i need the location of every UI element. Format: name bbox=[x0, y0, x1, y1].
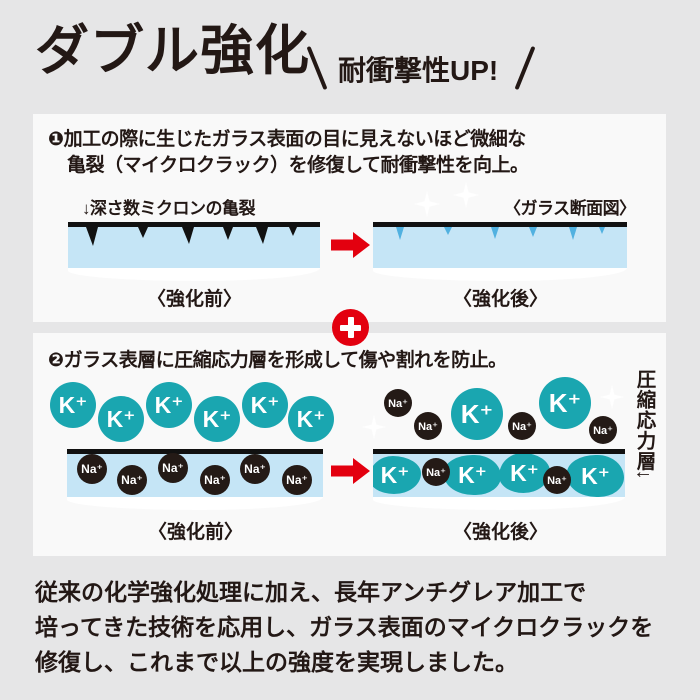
plus-icon bbox=[332, 309, 369, 346]
k-ion: K⁺ bbox=[50, 382, 96, 428]
footer-line-1: 従来の化学強化処理に加え、長年アンチグレア加工で bbox=[35, 579, 587, 605]
sparkle-icon bbox=[362, 415, 386, 439]
na-ion: Na⁺ bbox=[414, 412, 442, 440]
callout-text: 耐衝撃性UP! bbox=[338, 55, 499, 86]
k-ion-embedded: K⁺ bbox=[373, 456, 421, 494]
k-ion: K⁺ bbox=[194, 396, 240, 442]
na-ion: Na⁺ bbox=[158, 453, 188, 483]
footer-line-3: 修復し、これまで以上の強度を実現しました。 bbox=[35, 649, 518, 675]
glass-shadow-wave bbox=[67, 497, 323, 510]
glass-bar-repaired bbox=[373, 222, 627, 268]
cross-section-caption: 〈ガラス断面図〉 bbox=[504, 199, 636, 218]
glass-shadow-wave bbox=[373, 268, 627, 281]
na-ion: Na⁺ bbox=[508, 412, 536, 440]
sparkle-icon bbox=[414, 191, 440, 217]
k-ion: K⁺ bbox=[242, 382, 288, 428]
section2-before-label: 〈強化前〉 bbox=[148, 522, 244, 543]
glass-shadow-wave bbox=[373, 497, 625, 510]
na-ion: Na⁺ bbox=[240, 454, 270, 484]
arrow-right-icon bbox=[331, 232, 370, 258]
k-ion: K⁺ bbox=[288, 396, 334, 442]
na-ion: Na⁺ bbox=[422, 458, 450, 486]
glass-shadow-wave bbox=[68, 268, 320, 281]
section1-panel: ❶加工の際に生じたガラス表面の目に見えないほど微細な 亀裂（マイクロクラック）を… bbox=[33, 114, 666, 322]
compression-layer-label: 圧縮応力層 bbox=[633, 369, 655, 472]
k-ion: K⁺ bbox=[146, 382, 192, 428]
na-ion: Na⁺ bbox=[543, 466, 571, 494]
na-ion: Na⁺ bbox=[117, 465, 147, 495]
section1-before-label: 〈強化前〉 bbox=[147, 289, 243, 310]
section2-heading: ❷ガラス表層に圧縮応力層を形成して傷や割れを防止。 bbox=[48, 350, 507, 371]
sparkle-icon bbox=[600, 385, 624, 409]
k-ion: K⁺ bbox=[539, 377, 591, 429]
section1-intro-line2: 亀裂（マイクロクラック）を修復して耐衝撃性を向上。 bbox=[67, 155, 529, 176]
k-ion-embedded: K⁺ bbox=[567, 455, 624, 497]
na-ion: Na⁺ bbox=[384, 389, 412, 417]
cracks-icon bbox=[86, 227, 297, 246]
na-ion: Na⁺ bbox=[200, 465, 230, 495]
footer-line-2: 培ってきた技術を応用し、ガラス表面のマイクロクラックを bbox=[35, 614, 654, 640]
repaired-cracks-icon bbox=[396, 227, 605, 240]
na-ion: Na⁺ bbox=[77, 454, 107, 484]
left-arrow-icon: ← bbox=[633, 461, 653, 483]
section1-intro-line1: ❶加工の際に生じたガラス表面の目に見えないほど微細な bbox=[48, 129, 526, 150]
k-ion: K⁺ bbox=[451, 388, 503, 440]
sparkle-icon bbox=[453, 182, 479, 208]
arrow-right-icon bbox=[331, 458, 370, 484]
section1-after-label: 〈強化後〉 bbox=[453, 289, 549, 310]
na-ion: Na⁺ bbox=[589, 416, 617, 444]
glass-bar-cracked bbox=[68, 222, 320, 268]
k-ion-embedded: K⁺ bbox=[444, 455, 501, 495]
glass-bar-before bbox=[67, 449, 323, 497]
section2-panel: ❷ガラス表層に圧縮応力層を形成して傷や割れを防止。 K⁺ K⁺ K⁺ K⁺ K⁺… bbox=[33, 333, 666, 556]
na-ion: Na⁺ bbox=[282, 465, 312, 495]
crack-depth-note: ↓深さ数ミクロンの亀裂 bbox=[82, 199, 256, 218]
callout-right-slash-icon bbox=[514, 45, 536, 91]
k-ion-embedded: K⁺ bbox=[499, 454, 550, 493]
section2-after-label: 〈強化後〉 bbox=[453, 522, 549, 543]
k-ion: K⁺ bbox=[98, 396, 144, 442]
page-title: ダブル強化 bbox=[35, 21, 310, 81]
glass-bar-after: K⁺ K⁺ K⁺ K⁺ Na⁺ Na⁺ bbox=[373, 449, 625, 497]
